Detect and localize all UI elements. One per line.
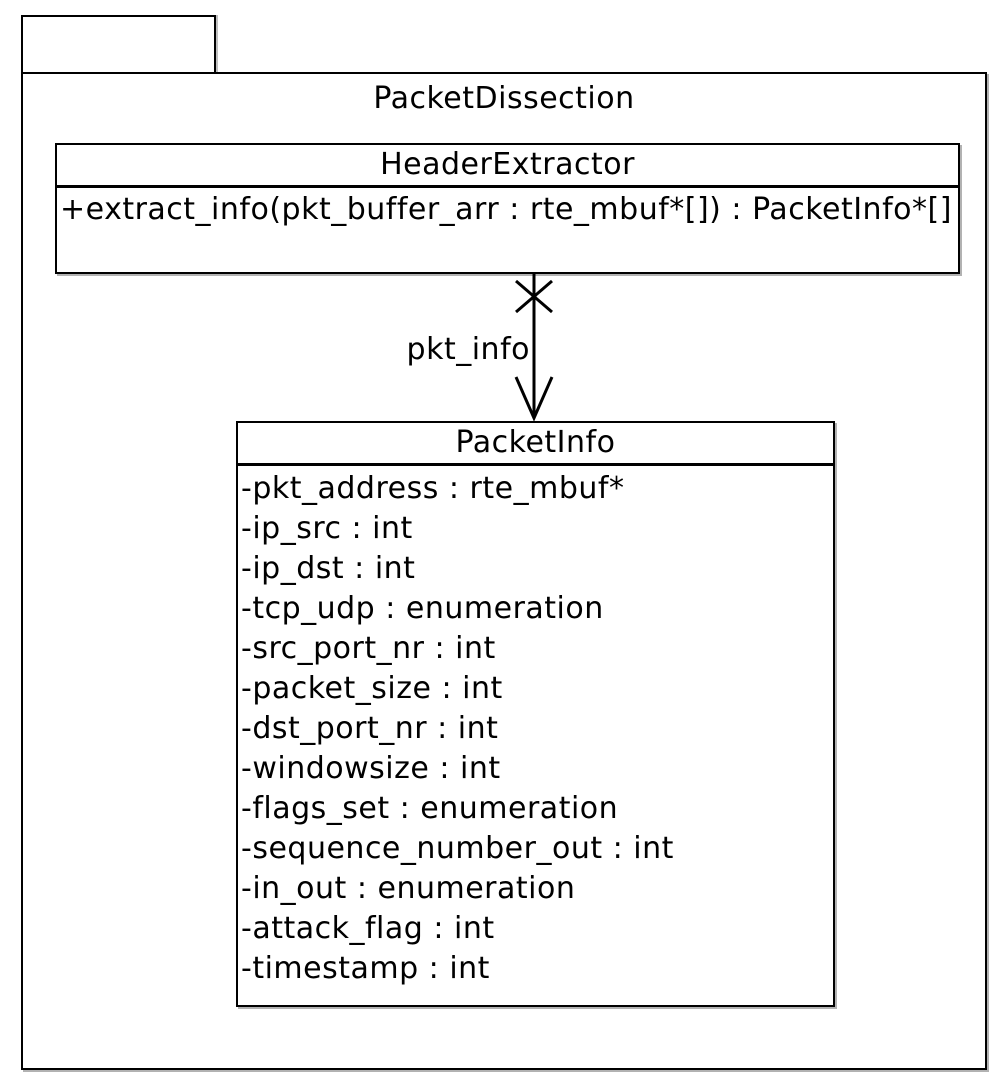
class-packetinfo: PacketInfo -pkt_address : rte_mbuf* -ip_s… [236, 421, 835, 1007]
class-member: -packet_size : int [241, 671, 503, 706]
class-member: +extract_info(pkt_buffer_arr : rte_mbuf*… [60, 192, 952, 227]
class-member: -pkt_address : rte_mbuf* [241, 471, 625, 506]
class-member: -src_port_nr : int [241, 631, 496, 666]
class-member: -windowsize : int [241, 751, 501, 786]
class-headerextractor-name: HeaderExtractor [57, 145, 958, 188]
class-packetinfo-members: -pkt_address : rte_mbuf* -ip_src : int -ip… [238, 466, 833, 989]
class-member: -tcp_udp : enumeration [241, 591, 604, 626]
class-member: -ip_dst : int [241, 551, 416, 586]
class-member: -in_out : enumeration [241, 871, 576, 906]
class-headerextractor-members: +extract_info(pkt_buffer_arr : rte_mbuf*… [57, 188, 958, 229]
class-member: -dst_port_nr : int [241, 711, 499, 746]
class-member: -sequence_number_out : int [241, 831, 674, 866]
class-headerextractor: HeaderExtractor +extract_info(pkt_buffer… [55, 143, 960, 274]
class-member: -flags_set : enumeration [241, 791, 619, 826]
class-member: -timestamp : int [241, 951, 490, 986]
package-name: PacketDissection [373, 81, 635, 116]
class-member: -attack_flag : int [241, 911, 495, 946]
package-tab [21, 15, 216, 74]
association-label: pkt_info [406, 332, 530, 367]
class-packetinfo-name: PacketInfo [238, 423, 833, 466]
class-member: -ip_src : int [241, 511, 413, 546]
